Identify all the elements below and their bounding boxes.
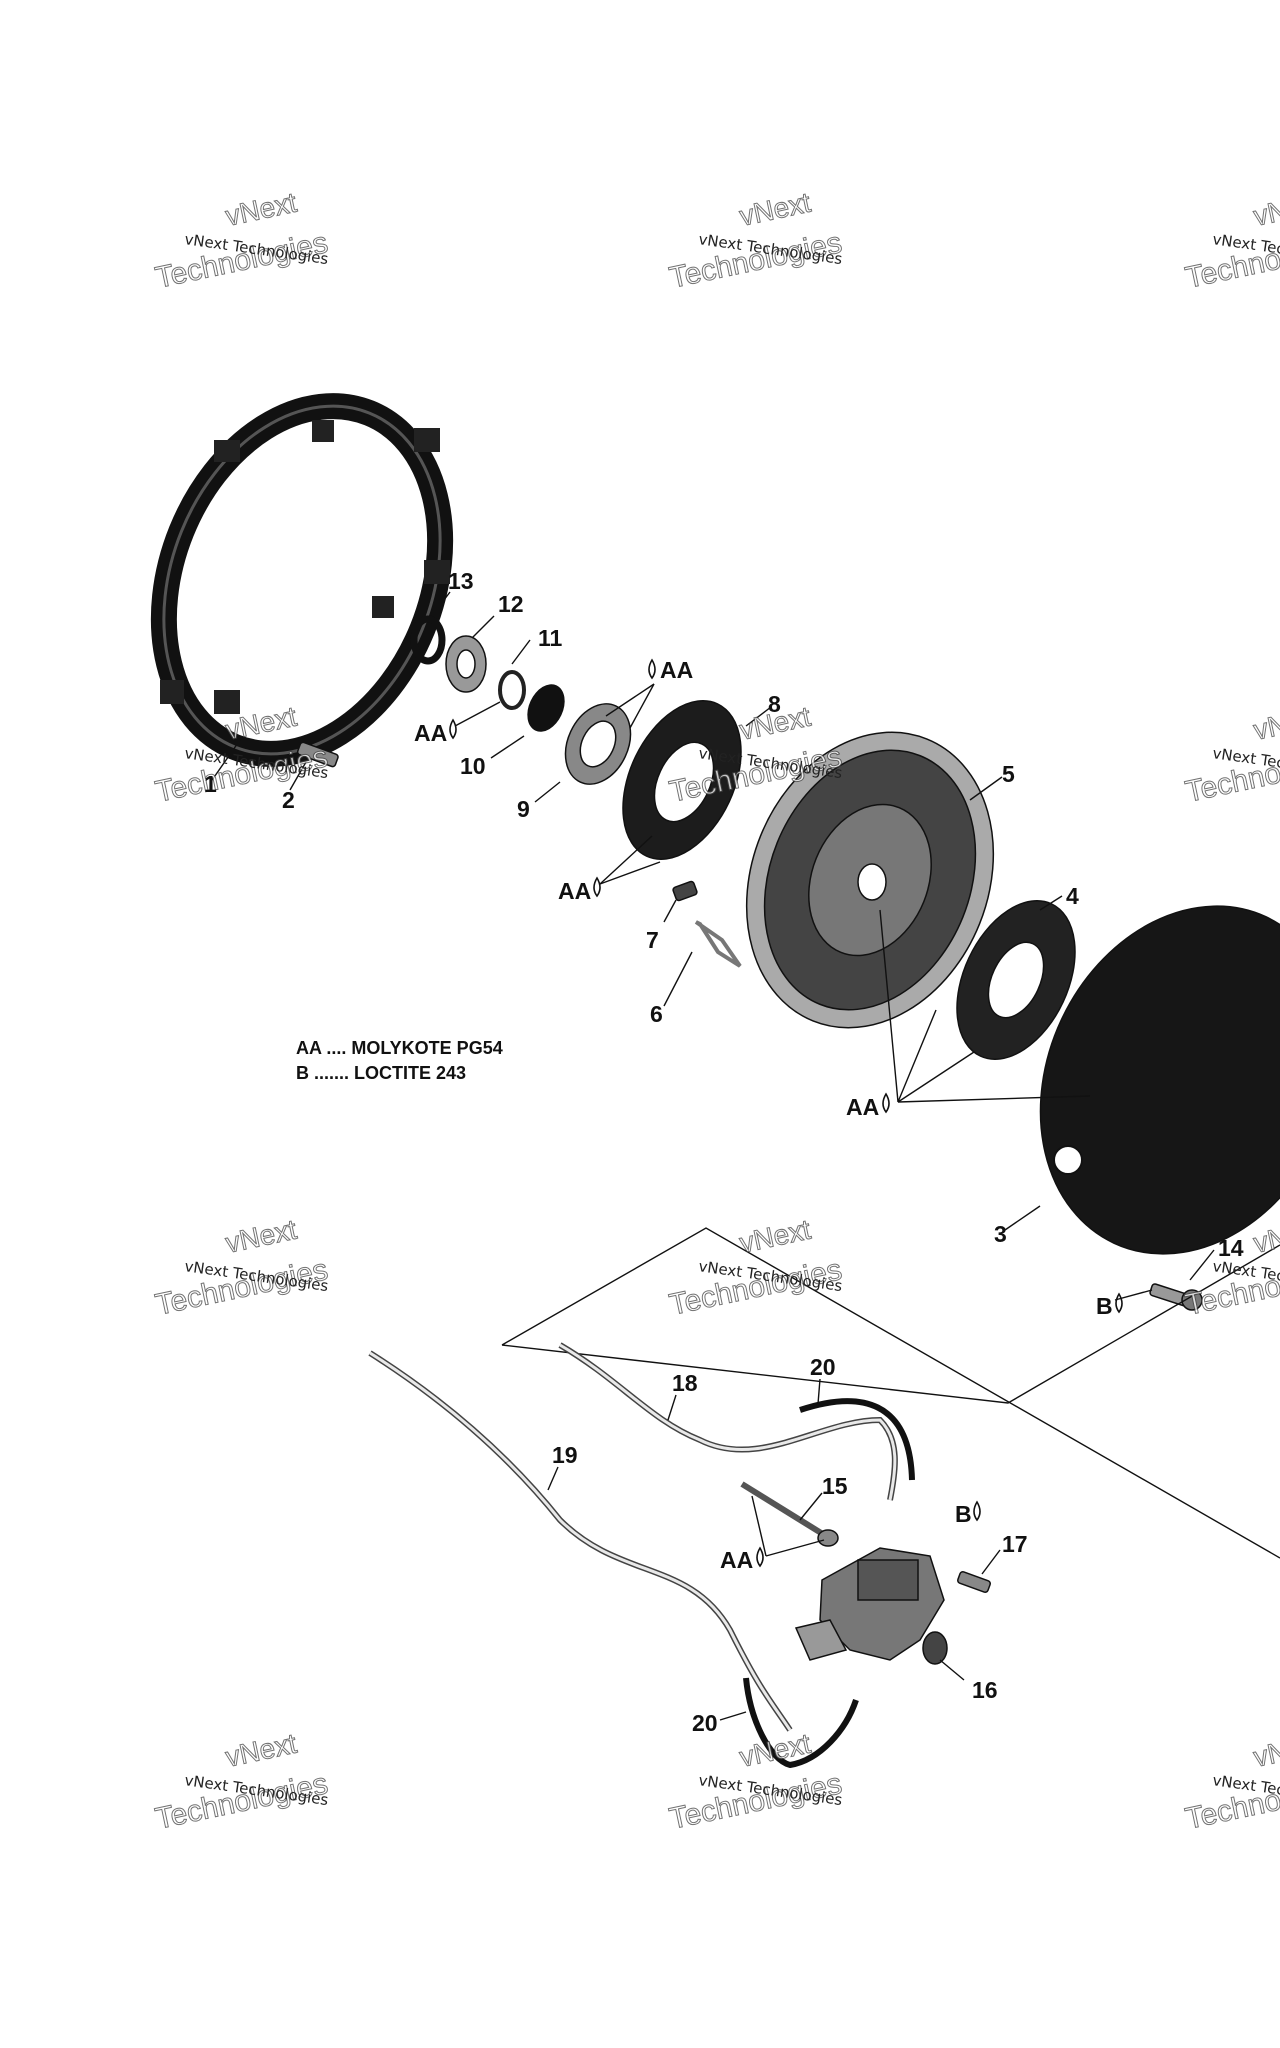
droplet-icon (593, 876, 601, 898)
watermark-big-top: vNext (737, 187, 814, 232)
callout-11: 11 (538, 625, 563, 651)
callout-3: 3 (994, 1221, 1007, 1247)
part-13-circlip (410, 615, 446, 665)
watermark-big-top: vNext (737, 1728, 814, 1773)
watermark-7: vNext Technologies vNext Technologies (152, 1213, 331, 1322)
part-19-cable (368, 1350, 793, 1732)
droplet-icon (882, 1092, 890, 1114)
part-10-disc (527, 684, 565, 732)
part-15-bolt (740, 1481, 839, 1547)
lubricant-legend: AA .... MOLYKOTE PG54 B ....... LOCTITE … (296, 1038, 503, 1083)
lube-mark-b-2: B (955, 1500, 981, 1527)
lube-mark-aa-5: AA (720, 1546, 764, 1573)
watermark-2: vNext Technologies vNext Technologies (666, 186, 845, 295)
callout-1: 1 (204, 771, 217, 797)
callout-14: 14 (1218, 1235, 1244, 1261)
part-11-washer (498, 670, 526, 710)
callout-6: 6 (650, 1001, 663, 1027)
lube-code-aa: AA (414, 720, 447, 746)
callout-18: 18 (672, 1370, 698, 1396)
lube-code-aa: AA (846, 1094, 879, 1120)
part-8-friction-plate (622, 700, 742, 860)
part-17-bolt (957, 1570, 991, 1594)
watermark-big-top: vNext (223, 187, 300, 232)
watermark-10: vNext Technologies vNext Technologies (152, 1727, 331, 1836)
watermark-big-top: vNext (223, 1728, 300, 1773)
part-18-cable (558, 1342, 898, 1501)
lube-mark-b-1: B (1096, 1292, 1123, 1319)
watermark-3: vNext Technologies vNext Technologies (1182, 186, 1280, 295)
lube-code-b: B (955, 1501, 972, 1527)
part-14-screw (1149, 1283, 1203, 1311)
lubricant-marks: AA AA AA AA AA B B (414, 657, 1123, 1573)
droplet-icon (756, 1546, 764, 1568)
callout-16: 16 (972, 1677, 998, 1703)
part-2-screw (296, 741, 339, 768)
watermark-8: vNext Technologies vNext Technologies (666, 1213, 845, 1322)
leader-lines (209, 591, 1215, 1721)
part-5-rope-pulley (745, 731, 995, 1029)
watermark-big-top: vNext (1251, 187, 1280, 232)
part-16-lever-assembly (794, 1547, 948, 1665)
lube-code-aa: AA (660, 657, 693, 683)
callout-8: 8 (768, 691, 781, 717)
callout-5: 5 (1002, 761, 1015, 787)
droplet-icon (1115, 1292, 1123, 1314)
part-3-starter-cover (1039, 905, 1280, 1255)
watermark-6: vNext Technologies vNext Technologies (1182, 700, 1280, 809)
callout-12: 12 (498, 591, 524, 617)
watermark-big-top: vNext (223, 1214, 300, 1259)
legend-line-aa: AA .... MOLYKOTE PG54 (296, 1038, 503, 1058)
part-6-wire-hook (694, 920, 742, 968)
legend-line-b: B ....... LOCTITE 243 (296, 1063, 466, 1083)
callout-10: 10 (460, 753, 486, 779)
callout-17: 17 (1002, 1531, 1028, 1557)
droplet-icon (973, 1500, 981, 1522)
callout-2: 2 (282, 787, 295, 813)
callout-20-lower: 20 (692, 1710, 718, 1736)
callout-15: 15 (822, 1473, 848, 1499)
watermark-1: vNext Technologies vNext Technologies (152, 186, 331, 295)
droplet-icon (449, 718, 457, 740)
callout-numbers: 1 2 3 4 5 6 7 8 9 10 11 12 13 14 15 16 1… (204, 568, 1244, 1736)
callout-13: 13 (448, 568, 474, 594)
lube-mark-aa-4: AA (846, 1092, 890, 1120)
part-7-key (672, 880, 698, 902)
watermark-big-top: vNext (1251, 1728, 1280, 1773)
watermark-big-top: vNext (1251, 701, 1280, 746)
droplet-icon (648, 658, 656, 680)
lube-mark-aa-3: AA (558, 876, 601, 904)
lube-code-aa: AA (720, 1547, 753, 1573)
lube-mark-aa-2: AA (648, 657, 693, 683)
lube-code-b: B (1096, 1293, 1113, 1319)
part-12-bushing-plate (445, 635, 487, 693)
detail-box-outline (501, 1227, 1280, 1559)
part-20-hose-upper (799, 1398, 915, 1481)
watermark-big-top: vNext (737, 1214, 814, 1259)
callout-9: 9 (517, 796, 530, 822)
part-9-pawl-plate (564, 703, 632, 785)
lube-mark-aa-1: AA (414, 718, 457, 746)
callout-7: 7 (646, 927, 659, 953)
part-4-recoil-spring (956, 900, 1076, 1060)
watermark-12: vNext Technologies vNext Technologies (1182, 1727, 1280, 1836)
callout-19: 19 (552, 1442, 578, 1468)
callout-4: 4 (1066, 883, 1079, 909)
callout-20-upper: 20 (810, 1354, 836, 1380)
watermark-11: vNext Technologies vNext Technologies (666, 1727, 845, 1836)
part-20-hose-lower (743, 1677, 859, 1769)
lube-code-aa: AA (558, 878, 591, 904)
